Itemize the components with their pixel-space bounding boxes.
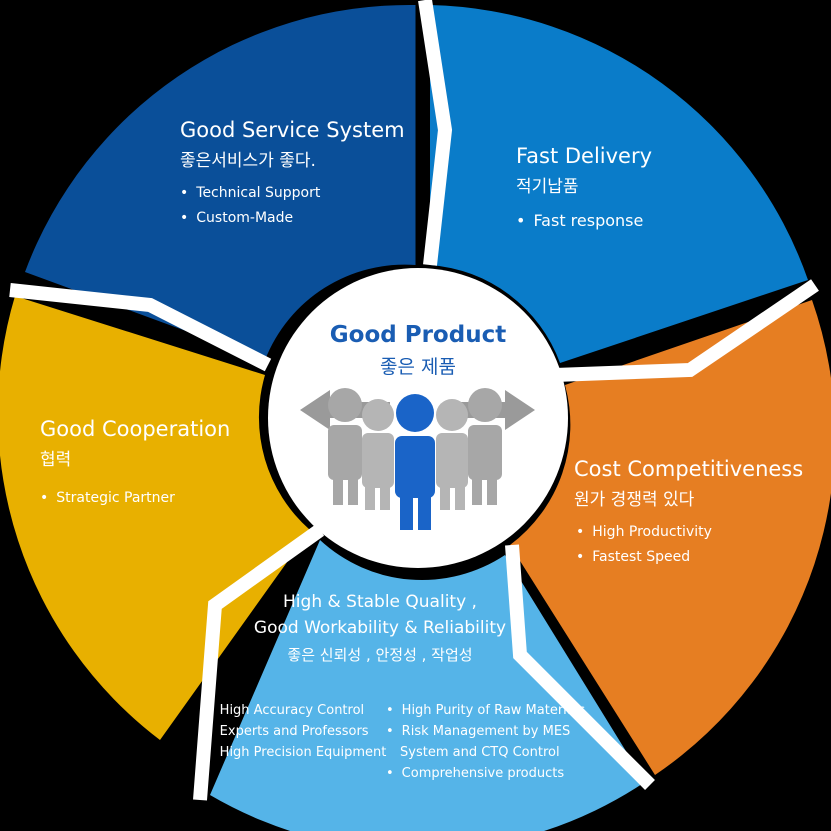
center-subtitle: 좋은 제품 <box>380 356 456 378</box>
quality-bullets-right: High Purity of Raw Materials Risk Manage… <box>386 703 585 787</box>
delivery-label-group: Fast Delivery 적기납품 Fast response <box>516 144 652 239</box>
cost-subtitle: 원가 경쟁력 있다 <box>574 490 695 510</box>
service-title: Good Service System <box>180 118 405 142</box>
cooperation-subtitle: 협력 <box>40 450 72 470</box>
segment-cooperation <box>0 296 310 740</box>
cooperation-label-group: Good Cooperation 협력 Strategic Partner <box>40 417 230 515</box>
list-item: High Accuracy Control <box>204 703 386 718</box>
service-subtitle: 좋은서비스가 좋다. <box>180 151 316 171</box>
list-item: High Purity of Raw Materials <box>386 703 585 718</box>
team-people-icon <box>300 388 535 530</box>
segment-delivery <box>430 5 808 363</box>
cost-title: Cost Competitiveness <box>574 457 804 481</box>
list-item: High Precision Equipment <box>204 745 387 760</box>
delivery-title: Fast Delivery <box>516 144 653 168</box>
list-item: Experts and Professors <box>204 724 386 739</box>
list-item: Risk Management by MES <box>386 724 585 739</box>
list-item: High Productivity <box>576 524 803 540</box>
service-label-group: Good Service System 좋은서비스가 좋다. Technical… <box>180 118 405 235</box>
quality-subtitle: 좋은 신뢰성 , 안정성 , 작업성 <box>287 646 473 664</box>
list-item: Fast response <box>516 211 652 230</box>
quality-title-line1: High & Stable Quality , <box>283 592 477 612</box>
cooperation-title: Good Cooperation <box>40 417 231 441</box>
quality-title-line2: Good Workability & Reliability <box>253 618 507 638</box>
cost-label-group: Cost Competitiveness 원가 경쟁력 있다 High Prod… <box>574 457 803 574</box>
delivery-subtitle: 적기납품 <box>516 177 579 197</box>
list-item: Fastest Speed <box>576 549 803 565</box>
list-item: Custom-Made <box>180 210 405 226</box>
quality-bullets-left: High Accuracy Control Experts and Profes… <box>204 703 387 766</box>
list-item: Technical Support <box>180 185 405 201</box>
list-item: Strategic Partner <box>40 490 230 506</box>
center-title: Good Product <box>329 322 507 348</box>
list-item: System and CTQ Control <box>400 745 560 760</box>
list-item: Comprehensive products <box>386 766 585 781</box>
quality-label-group: High & Stable Quality , Good Workability… <box>230 592 530 665</box>
segment-service <box>25 4 416 360</box>
